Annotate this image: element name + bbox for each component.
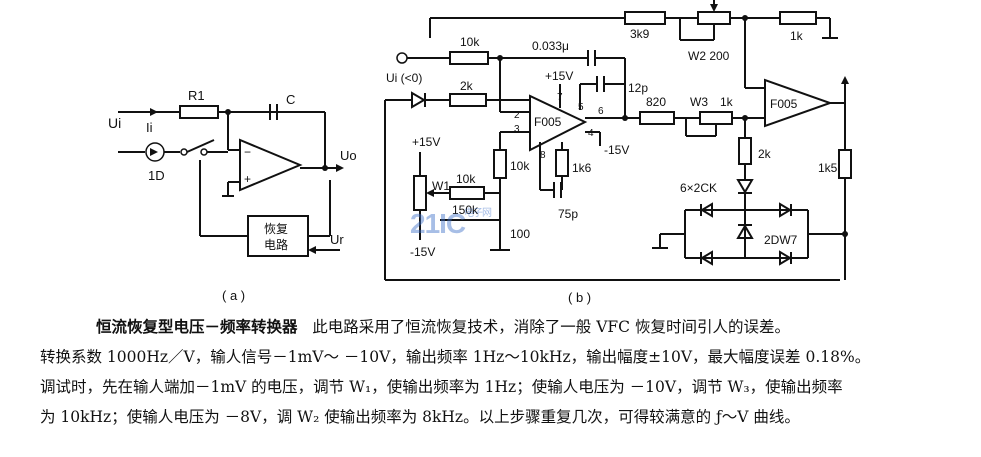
caption-b: ( b ) bbox=[568, 290, 592, 305]
label-w1: W1 bbox=[432, 179, 450, 193]
zener-icon bbox=[736, 224, 754, 239]
label-10k-w1: 10k bbox=[456, 172, 476, 186]
output-arrow-icon-b bbox=[841, 76, 849, 84]
label-2k-diode: 2k bbox=[758, 147, 772, 161]
opamp-f005-1 bbox=[529, 94, 588, 152]
label-r1: R1 bbox=[188, 88, 205, 103]
opamp-a bbox=[239, 138, 303, 192]
caption-line-3: 调试时，先在输人端加－1mV 的电压，调节 W₁，使输出频率为 1Hz；使输人电… bbox=[40, 378, 843, 396]
resistor-820 bbox=[639, 111, 675, 125]
resistor-1k6 bbox=[555, 149, 569, 177]
resistor-10k-w1 bbox=[449, 186, 485, 200]
diagram-a: Ui Ii R1 C − + Uo 1D 恢复 bbox=[108, 88, 357, 257]
current-arrow-icon bbox=[150, 108, 158, 116]
label-ui-in: Ui (<0) bbox=[386, 71, 422, 85]
label-minus15-right: -15V bbox=[604, 143, 629, 157]
svg-text:6: 6 bbox=[598, 106, 604, 117]
label-w3: W3 bbox=[690, 95, 708, 109]
label-2k-in: 2k bbox=[460, 79, 474, 93]
resistor-10k-in bbox=[449, 51, 489, 65]
svg-text:+: + bbox=[244, 172, 251, 186]
caption-line-2: 转换系数 1000Hz／V，输人信号－1mV～ －10V，输出频率 1Hz～10… bbox=[40, 348, 871, 366]
diagram-b: 3k9 W2 200 1k Ui (<0) 10k 0.033μ bbox=[384, 0, 852, 281]
label-1k6: 1k6 bbox=[572, 161, 592, 175]
svg-text:−: − bbox=[244, 145, 251, 159]
chip2-label: F005 bbox=[770, 97, 798, 111]
label-uo: Uo bbox=[340, 148, 357, 163]
label-zener: 2DW7 bbox=[764, 233, 798, 247]
label-100: 100 bbox=[510, 227, 530, 241]
caption-a: ( a ) bbox=[222, 288, 246, 303]
svg-text:4: 4 bbox=[588, 128, 594, 139]
resistor-1k-top bbox=[779, 11, 817, 25]
label-10k-in: 10k bbox=[460, 35, 480, 49]
label-10k-pin8: 10k bbox=[510, 159, 530, 173]
svg-text:2: 2 bbox=[514, 110, 520, 121]
diode-tl-icon bbox=[700, 202, 713, 218]
switch-icon bbox=[186, 139, 215, 153]
diode-br-icon bbox=[779, 250, 792, 266]
circuit-diagram: Ui Ii R1 C − + Uo 1D 恢复 bbox=[108, 0, 852, 281]
label-3k9: 3k9 bbox=[630, 27, 650, 41]
label-1k5: 1k5 bbox=[818, 161, 838, 175]
opamp-f005-2 bbox=[764, 78, 833, 128]
label-plus15-top: +15V bbox=[545, 69, 573, 83]
diode-bl-icon bbox=[700, 250, 713, 266]
resistor-3k9 bbox=[624, 11, 666, 25]
resistor-2k-diode bbox=[738, 137, 752, 165]
caption-text-1: 此电路采用了恒流恢复技术，消除了一般 VFC 恢复时间引人的误差。 bbox=[312, 318, 790, 336]
potentiometer-w2 bbox=[697, 11, 731, 25]
label-ui: Ui bbox=[108, 115, 121, 131]
diode-tr-icon bbox=[779, 202, 792, 218]
resistor-10k-pin8 bbox=[493, 149, 507, 179]
label-minus15-left: -15V bbox=[410, 245, 435, 259]
diode-input-icon bbox=[411, 91, 426, 109]
label-1d: 1D bbox=[148, 168, 165, 183]
label-12p: 12p bbox=[628, 81, 648, 95]
potentiometer-w1 bbox=[413, 175, 427, 211]
label-0033: 0.033μ bbox=[532, 39, 569, 53]
label-ii: Ii bbox=[146, 120, 153, 135]
label-75p: 75p bbox=[558, 207, 578, 221]
label-820: 820 bbox=[646, 95, 666, 109]
svg-text:3: 3 bbox=[514, 124, 520, 135]
diode-top-icon bbox=[736, 179, 754, 194]
potentiometer-w3 bbox=[699, 111, 733, 125]
caption-line-1: 恒流恢复型电压－频率转换器 此电路采用了恒流恢复技术，消除了一般 VFC 恢复时… bbox=[40, 312, 965, 342]
output-arrow-icon bbox=[336, 164, 344, 172]
label-plus15-left: +15V bbox=[412, 135, 440, 149]
resistor-r1 bbox=[179, 105, 219, 119]
label-150k: 150k bbox=[452, 203, 479, 217]
resistor-1k5 bbox=[838, 149, 852, 179]
box-line1: 恢复 bbox=[264, 222, 288, 236]
label-1k-top: 1k bbox=[790, 29, 804, 43]
svg-text:8: 8 bbox=[540, 150, 546, 161]
label-diodes: 6×2CK bbox=[680, 181, 717, 195]
input-terminal bbox=[396, 52, 408, 64]
label-w3-val: 1k bbox=[720, 95, 734, 109]
label-ur: Ur bbox=[330, 232, 344, 247]
caption-line-4: 为 10kHz；使输人电压为 －8V，调 W₂ 使输出频率为 8kHz。以上步骤… bbox=[40, 408, 800, 426]
label-c: C bbox=[286, 92, 295, 107]
chip1-label: F005 bbox=[534, 115, 562, 129]
resistor-2k-in bbox=[449, 93, 487, 107]
label-w2: W2 200 bbox=[688, 49, 730, 63]
box-line2: 电路 bbox=[264, 237, 288, 252]
figure-title: 恒流恢复型电压－频率转换器 bbox=[96, 317, 298, 336]
